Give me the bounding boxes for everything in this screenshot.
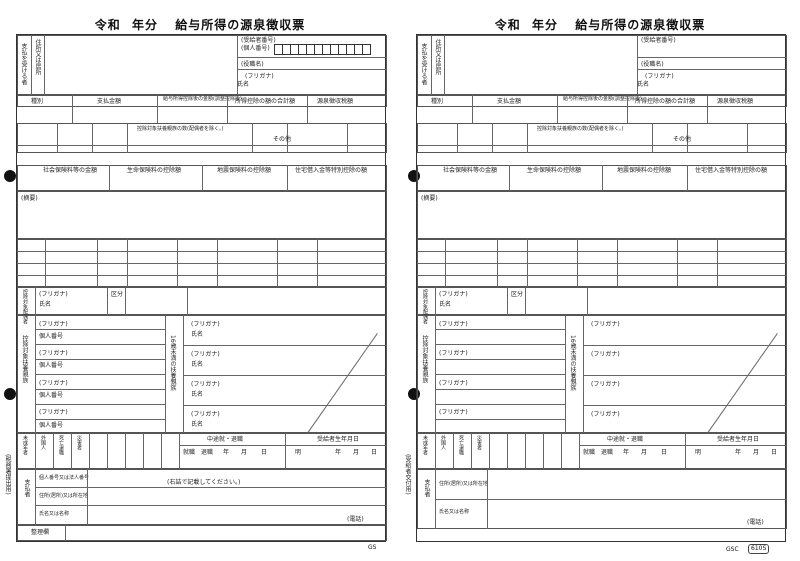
recipient-block (417, 35, 787, 95)
personal-number-boxes[interactable] (274, 44, 371, 55)
payer-block (17, 469, 387, 525)
spouse-row (417, 287, 787, 315)
seiri-row (17, 525, 387, 541)
left-form: 支払を受ける者 住所又は居所 (受給者番号) (個人番号) (役職名) (フリガ… (16, 34, 387, 542)
dependents-row (17, 123, 387, 153)
punch-hole (4, 388, 16, 400)
recipient-block (17, 35, 387, 95)
punch-hole (4, 170, 16, 182)
dependents-list (17, 315, 387, 433)
left-title: 令和 年分 給与所得の源泉徴収票 (94, 18, 306, 32)
attributes-row (17, 433, 387, 469)
summary-box (417, 191, 787, 239)
payment-header-row (17, 95, 387, 107)
dependents-list (417, 315, 787, 433)
attributes-row (417, 433, 787, 469)
left-sheet: 令和 年分 給与所得の源泉徴収票 支払を受ける者 住所又は居所 (受給者番号) … (4, 18, 387, 551)
summary-box (17, 191, 387, 239)
form-number-stamp: 610S (748, 544, 770, 554)
payment-header-row (417, 95, 787, 107)
dependents-row (417, 123, 787, 153)
spouse-row (17, 287, 387, 315)
right-form: 支払を受ける者 住所又は居所 (受給者番号) (役職名) (フリガナ) 氏名 種… (416, 34, 787, 542)
right-title: 令和 年分 給与所得の源泉徴収票 (494, 18, 706, 32)
right-sheet: 令和 年分 給与所得の源泉徴収票 支払を受ける者 住所又は居所 (受給者番号) … (400, 0, 800, 561)
